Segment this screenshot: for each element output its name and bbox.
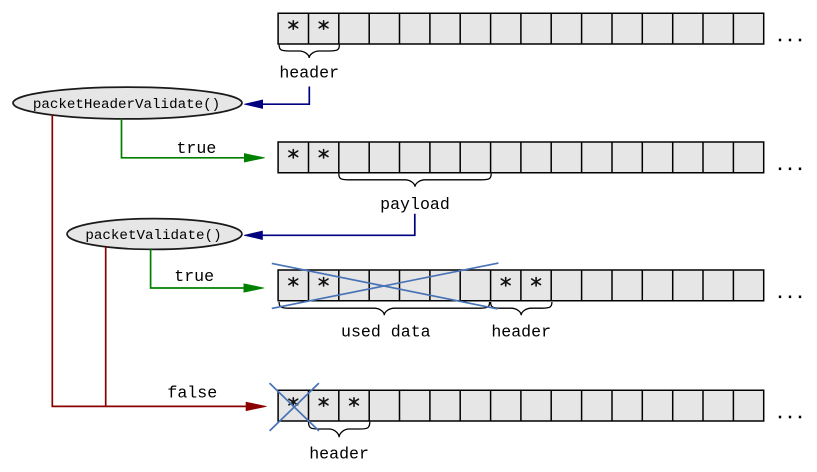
svg-text:header: header <box>309 445 369 464</box>
svg-text:header: header <box>491 323 551 342</box>
svg-text:used data: used data <box>341 323 431 342</box>
svg-text:packetHeaderValidate(): packetHeaderValidate() <box>33 97 220 113</box>
svg-text:true: true <box>174 267 214 286</box>
svg-text:false: false <box>167 384 217 403</box>
svg-text:payload: payload <box>380 195 450 214</box>
svg-text:packetValidate(): packetValidate() <box>85 228 221 244</box>
svg-text:true: true <box>176 139 216 158</box>
svg-text:header: header <box>279 64 339 83</box>
